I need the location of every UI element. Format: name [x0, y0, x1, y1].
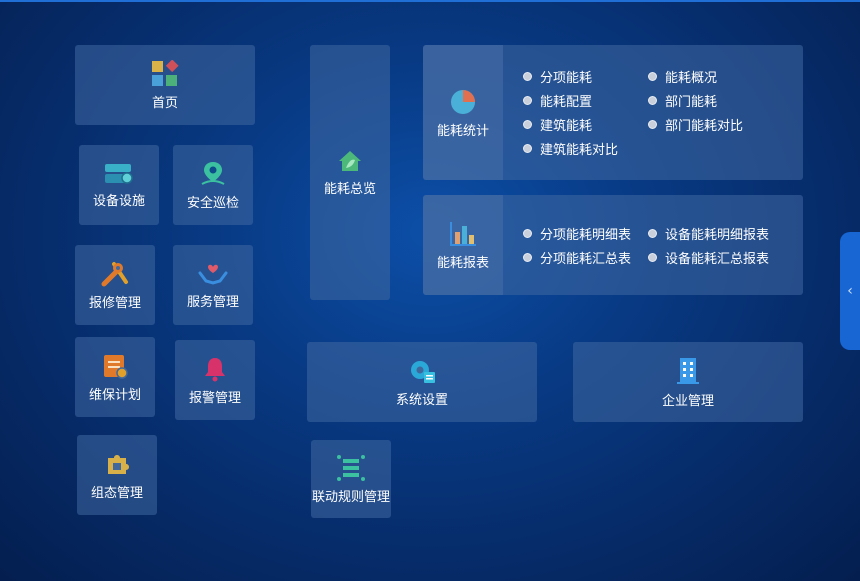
bar-chart-icon — [450, 221, 476, 246]
tile-config-label: 组态管理 — [90, 485, 143, 501]
sidebar-toggle-button[interactable]: ‹ — [840, 232, 860, 350]
bullet-icon — [648, 253, 657, 262]
pie-chart-icon — [451, 90, 475, 114]
energy-stats-panel: 能耗统计 分项能耗 能耗配置 建筑能耗 建筑能耗对比 能耗概况 部门能耗 部门能… — [423, 45, 803, 180]
tile-linkage-rules[interactable]: 联动规则管理 — [311, 440, 391, 518]
wrench-tools-icon — [101, 261, 128, 286]
energy-stats-header[interactable]: 能耗统计 — [423, 45, 503, 180]
hands-heart-icon — [198, 264, 228, 285]
tile-home[interactable]: 首页 — [75, 45, 255, 125]
tile-home-label: 首页 — [151, 95, 178, 111]
location-pin-icon — [201, 161, 225, 185]
bullet-icon — [648, 229, 657, 238]
energy-stats-title: 能耗统计 — [436, 124, 489, 139]
tile-alarm[interactable]: 报警管理 — [175, 340, 255, 420]
menu-item-sub-energy[interactable]: 分项能耗 — [523, 67, 592, 86]
bullet-icon — [648, 72, 657, 81]
alarm-bell-icon — [205, 357, 225, 381]
menu-item-dept-energy[interactable]: 部门能耗 — [648, 91, 717, 110]
tile-facility[interactable]: 设备设施 — [79, 145, 159, 225]
menu-item-building-energy[interactable]: 建筑能耗 — [523, 115, 592, 134]
server-icon — [105, 163, 133, 184]
bullet-icon — [523, 144, 532, 153]
puzzle-icon — [108, 454, 129, 474]
gear-settings-icon — [411, 360, 435, 383]
bullet-icon — [523, 229, 532, 238]
tile-system-settings[interactable]: 系统设置 — [307, 342, 537, 422]
tile-alarm-label: 报警管理 — [188, 390, 241, 406]
bullet-icon — [648, 120, 657, 129]
menu-item-energy-summary[interactable]: 能耗概况 — [648, 67, 717, 86]
bullet-icon — [523, 96, 532, 105]
tile-maintenance[interactable]: 维保计划 — [75, 337, 155, 417]
tile-energy-overview[interactable]: 能耗总览 — [310, 45, 390, 300]
tile-enterprise-label: 企业管理 — [661, 393, 714, 409]
top-border-line — [0, 0, 860, 2]
energy-report-panel: 能耗报表 分项能耗明细表 分项能耗汇总表 设备能耗明细报表 设备能耗汇总报表 — [423, 195, 803, 295]
tile-patrol[interactable]: 安全巡检 — [173, 145, 253, 225]
linkage-rules-icon — [337, 454, 365, 481]
tile-energy-overview-label: 能耗总览 — [323, 182, 376, 197]
tile-config[interactable]: 组态管理 — [77, 435, 157, 515]
bullet-icon — [523, 253, 532, 262]
tile-patrol-label: 安全巡检 — [186, 195, 239, 211]
menu-item-sub-energy-detail[interactable]: 分项能耗明细表 — [523, 224, 631, 243]
energy-report-header[interactable]: 能耗报表 — [423, 195, 503, 295]
house-leaf-icon — [339, 151, 361, 171]
tile-service[interactable]: 服务管理 — [173, 245, 253, 325]
tile-facility-label: 设备设施 — [92, 193, 145, 209]
menu-item-building-energy-compare[interactable]: 建筑能耗对比 — [523, 139, 618, 158]
menu-item-sub-energy-summary[interactable]: 分项能耗汇总表 — [523, 248, 631, 267]
tile-system-settings-label: 系统设置 — [395, 392, 448, 408]
menu-item-energy-config[interactable]: 能耗配置 — [523, 91, 592, 110]
calendar-clock-icon — [104, 354, 128, 379]
tile-maintenance-label: 维保计划 — [88, 387, 141, 403]
tile-repair[interactable]: 报修管理 — [75, 245, 155, 325]
home-grid-icon — [152, 59, 179, 86]
bullet-icon — [648, 96, 657, 105]
tile-service-label: 服务管理 — [186, 294, 239, 310]
building-icon — [677, 357, 699, 384]
menu-item-device-energy-summary[interactable]: 设备能耗汇总报表 — [648, 248, 769, 267]
energy-report-title: 能耗报表 — [436, 255, 489, 271]
bullet-icon — [523, 120, 532, 129]
tile-linkage-rules-label: 联动规则管理 — [311, 489, 390, 505]
tile-enterprise[interactable]: 企业管理 — [573, 342, 803, 422]
bullet-icon — [523, 72, 532, 81]
menu-item-dept-energy-compare[interactable]: 部门能耗对比 — [648, 115, 743, 134]
menu-item-device-energy-detail[interactable]: 设备能耗明细报表 — [648, 224, 769, 243]
chevron-left-icon: ‹ — [847, 283, 853, 299]
tile-repair-label: 报修管理 — [88, 295, 141, 311]
